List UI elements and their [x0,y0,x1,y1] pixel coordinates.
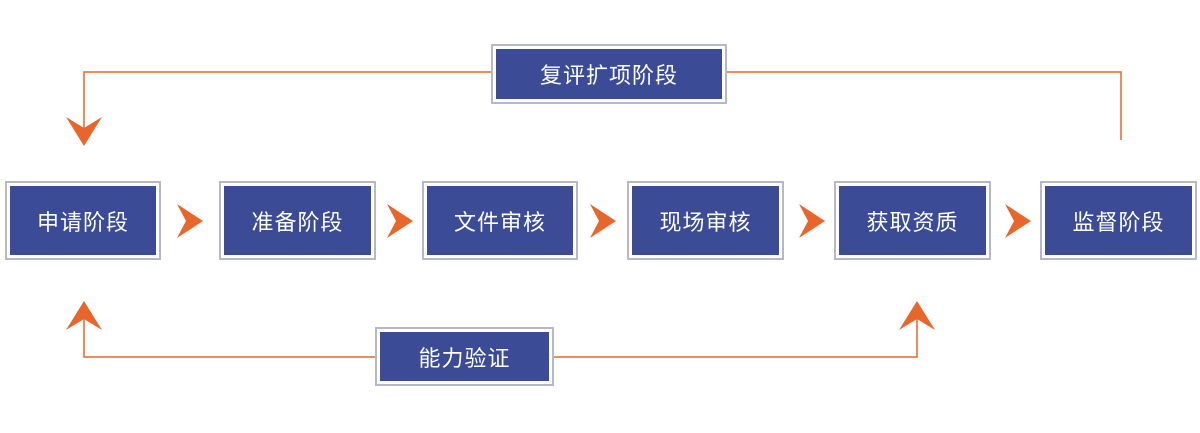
reassessment-stage-label: 复评扩项阶段 [496,49,722,99]
stage-label: 获取资质 [839,186,986,255]
stage-label: 准备阶段 [224,186,371,255]
stage-label: 现场审核 [632,186,779,255]
proficiency-testing-label: 能力验证 [380,332,549,381]
stage-document-review: 文件审核 [422,181,578,260]
proficiency-testing-box: 能力验证 [375,327,554,386]
stage-application: 申请阶段 [5,181,161,260]
chevron-right-icon [590,204,616,238]
arrow-down-icon [66,117,102,146]
stage-label: 文件审核 [427,186,573,255]
stage-onsite-assessment: 现场审核 [627,181,784,260]
stage-preparation: 准备阶段 [219,181,376,260]
chevron-right-icon [1005,204,1031,238]
stage-label: 申请阶段 [10,186,156,255]
reassessment-stage-box: 复评扩项阶段 [491,44,727,104]
stage-label: 监督阶段 [1045,186,1192,255]
arrow-up-icon [899,301,935,330]
chevron-right-icon [177,204,203,238]
chevron-right-icon [387,204,413,238]
chevron-right-icon [799,204,825,238]
stage-obtain-qualification: 获取资质 [834,181,991,260]
stage-surveillance: 监督阶段 [1040,181,1197,260]
arrow-up-icon [66,301,102,330]
